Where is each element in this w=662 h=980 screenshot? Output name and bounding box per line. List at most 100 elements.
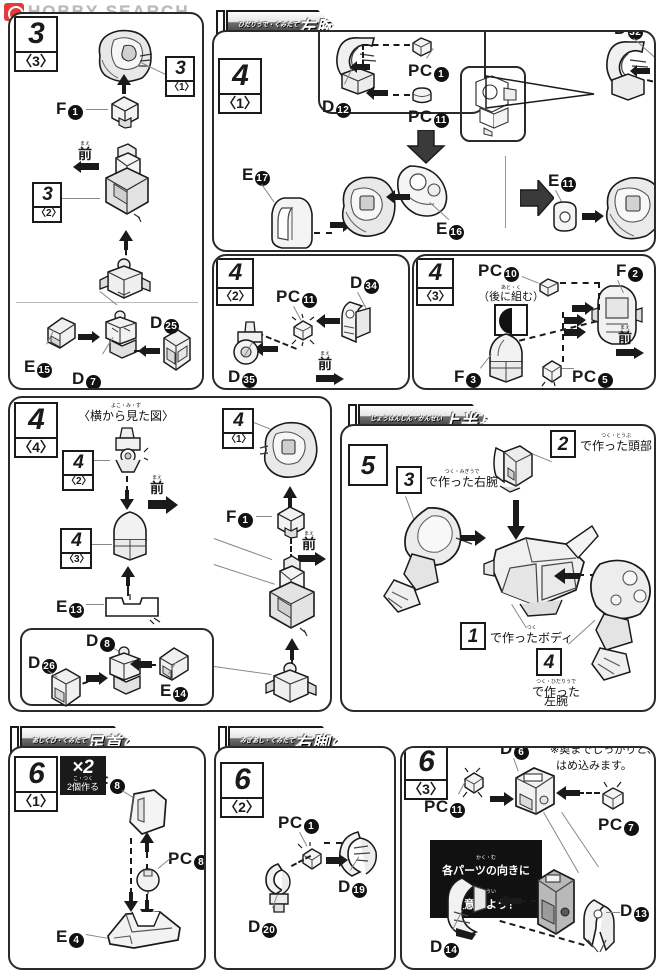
panel-step5: 5 2 つく・とうぶ で作った頭部 3 つく・みぎうで で作った右腕 [340, 424, 656, 712]
part-letter: D [150, 313, 163, 332]
part-letter: PC [478, 261, 503, 280]
assembly-arrow-left [138, 344, 160, 362]
push-in-note: ※奥までしっかりと、 [550, 748, 654, 758]
step-chip-sub: 〈4〉 [18, 439, 54, 455]
front-text: 前 [78, 146, 92, 162]
step-ref-number: 3 [167, 58, 193, 82]
part-illustration-e17 [268, 194, 316, 250]
part-illustration-shoulder-ball-2 [256, 418, 322, 482]
step-ref-sub: 〈3〉 [64, 554, 90, 565]
front-ruby: まえ [303, 531, 314, 537]
part-illustration-d20 [260, 862, 300, 914]
assembly-arrow-left [366, 86, 388, 105]
assembly-arrow-right [582, 210, 604, 228]
leader-line [561, 812, 599, 868]
front-ruby: まえ [619, 325, 630, 331]
front-ruby: まえ [151, 475, 162, 481]
part-number: 17 [254, 171, 270, 186]
part-letter: D [614, 32, 627, 38]
step-chip-sub: 〈3〉 [420, 289, 451, 303]
part-letter: PC [424, 797, 449, 816]
assembly-arrow-down [123, 892, 139, 917]
note-text: （後に組む） [478, 291, 544, 303]
callout-label: で作った右腕 [426, 475, 499, 489]
part-letter: PC [276, 287, 301, 306]
step-chip-6-2: 6 〈2〉 [220, 762, 264, 818]
part-illustration-inset-assembly [468, 72, 520, 137]
part-number: 12 [335, 103, 351, 118]
callout-number: 3 [403, 470, 415, 491]
part-letter: E [24, 357, 36, 376]
step-ref-sub: 〈1〉 [226, 434, 252, 445]
callout-label: で作った [532, 685, 581, 699]
part-number: 7 [623, 821, 639, 836]
callout-text-body: つく で作ったボディ [490, 626, 573, 646]
part-letter: E [242, 165, 254, 184]
part-letter: D [28, 653, 41, 672]
callout-ruby: つく・みぎうで [444, 469, 480, 475]
assembly-arrow-right [78, 330, 100, 348]
part-illustration-pc1 [410, 36, 434, 58]
front-direction-marker: まえ 前 [318, 352, 332, 372]
step-chip-4-1: 4 〈1〉 [218, 58, 262, 114]
step-chip-6-3: 6 〈3〉 [404, 748, 448, 800]
part-illustration-e16 [392, 160, 454, 222]
part-illustration-center-block [530, 866, 582, 942]
step-ref-4-2: 4 〈2〉 [62, 450, 94, 491]
assembly-arrow-left [350, 60, 370, 78]
part-illustration-shoulder-ball [332, 172, 400, 244]
part-number: 7 [85, 375, 101, 388]
part-illustration-joint-2 [264, 662, 320, 708]
warning-ruby-1: かく・む [475, 855, 496, 861]
callout-ruby: つく・とうぶ [601, 433, 632, 439]
step-ref-3-2: 3 〈2〉 [32, 182, 62, 223]
step-chip-sub: 〈2〉 [224, 799, 260, 815]
assembly-arrow-down [139, 900, 155, 925]
part-illustration-d6 [510, 764, 562, 822]
part-number: 6 [513, 748, 529, 760]
step-ref-3-1: 3 〈1〉 [165, 56, 195, 97]
part-illustration-d13 [578, 898, 622, 956]
callout-text-left-arm: つく・ひだりうで で作った [532, 680, 580, 700]
caption-ruby: よこ・み・ず [111, 403, 142, 409]
part-letter: D [322, 97, 335, 116]
part-illustration-d12 [330, 34, 386, 96]
part-illustration-d35 [228, 320, 272, 368]
part-number: 11 [301, 293, 317, 308]
assembly-arrow-up [282, 486, 298, 513]
part-letter: E [548, 171, 560, 190]
part-illustration-d19 [336, 830, 380, 878]
front-direction-arrow [616, 346, 644, 364]
front-ruby: まえ [79, 141, 90, 147]
callout-number: 4 [543, 652, 555, 673]
assembly-arrow-left [386, 190, 410, 209]
assembly-dash [560, 282, 600, 284]
subframe-4-1-left [318, 32, 486, 114]
subframe-4-4-bottom [20, 628, 214, 706]
part-illustration-pc8 [134, 866, 162, 894]
part-illustration-d14 [442, 876, 500, 942]
step-chip-number: 4 [220, 60, 260, 95]
push-in-note-2: はめ込みます。 [556, 760, 632, 774]
part-number: 16 [448, 225, 464, 240]
part-illustration-4-3-sub [106, 510, 154, 564]
part-number: 19 [351, 883, 367, 898]
assembly-dash [562, 312, 564, 362]
badge-text: 2個作る [66, 782, 99, 792]
part-letter: PC [168, 849, 193, 868]
assembly-dash [520, 900, 536, 902]
callout-text-left-arm-2: 左腕 [544, 694, 568, 709]
assembly-arrow-right [490, 792, 514, 811]
step-chip-4-4: 4 〈4〉 [14, 402, 58, 458]
callout-chip-2: 2 [550, 430, 576, 458]
leader-line [562, 368, 574, 369]
part-illustration-right-arm [368, 498, 480, 616]
